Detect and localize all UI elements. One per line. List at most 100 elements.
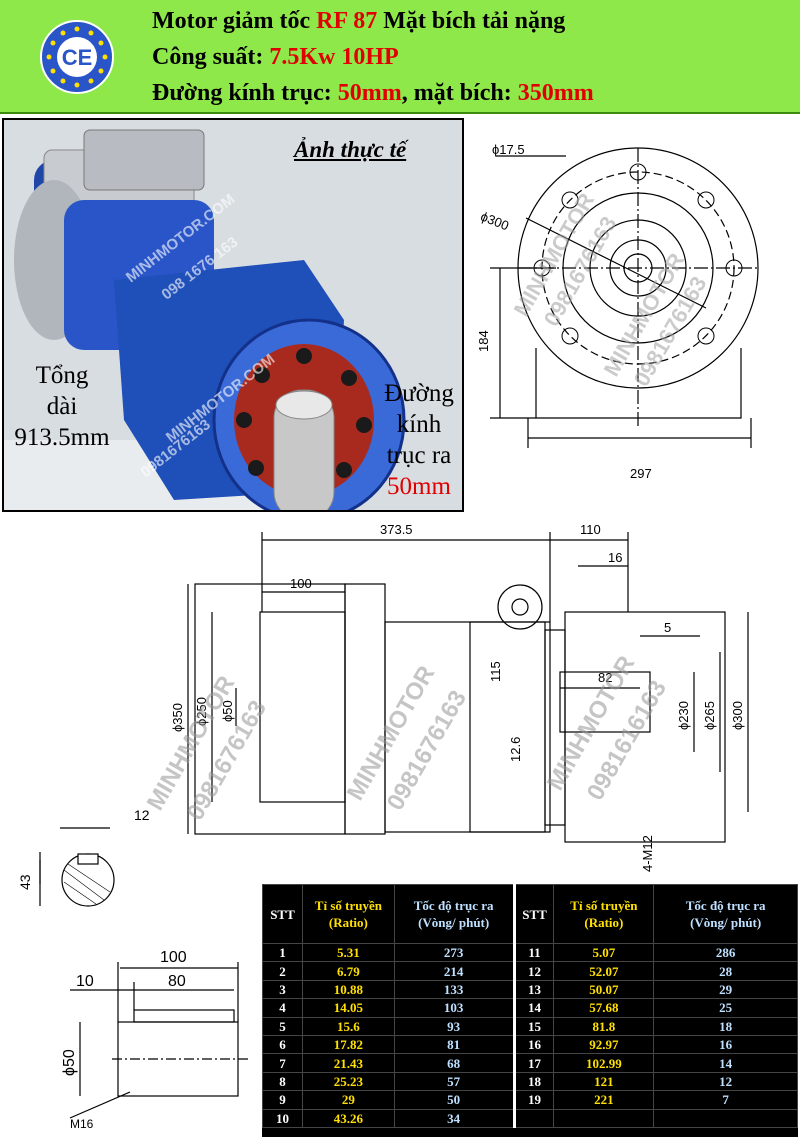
cell-ratio — [553, 1108, 655, 1128]
cell-speed: 34 — [393, 1108, 515, 1128]
total-length-label: Tổng dài 913.5mm — [14, 362, 110, 451]
dim-d230: ϕ230 — [676, 701, 691, 730]
motor-illustration — [4, 120, 462, 510]
header-speed: Tốc độ trục ra(Vòng/ phút) — [393, 884, 515, 944]
cell-speed: 18 — [653, 1016, 798, 1036]
cell-ratio: 29 — [301, 1090, 395, 1110]
shaft-diameter-label: Đường kính trục ra 50mm — [384, 380, 454, 500]
dim-width: 297 — [630, 466, 652, 481]
header-ratio: Tỉ số truyền(Ratio) — [301, 884, 395, 944]
dim-key-len: 80 — [168, 973, 186, 990]
cell-speed: 7 — [653, 1090, 798, 1110]
power-line: Công suất: 7.5Kw 10HP — [152, 44, 399, 70]
cell-ratio: 81.8 — [553, 1016, 655, 1036]
dim-key-width: 12 — [134, 807, 150, 823]
cell-stt: 18 — [512, 1071, 555, 1092]
cell-ratio: 17.82 — [301, 1034, 395, 1055]
header-speed-2: Tốc độ trục ra(Vòng/ phút) — [653, 884, 798, 944]
ce-logo-text: CE — [62, 45, 93, 70]
cell-speed: 12 — [653, 1071, 798, 1092]
cell-stt: 11 — [512, 942, 555, 963]
cell-ratio: 5.07 — [553, 942, 655, 963]
cell-ratio: 221 — [553, 1090, 655, 1110]
cell-speed: 286 — [653, 942, 798, 963]
cell-stt: 7 — [262, 1053, 303, 1073]
dim-thread: M16 — [70, 1117, 94, 1131]
ce-eu-stars-icon: CE — [40, 20, 114, 94]
cell-speed: 81 — [393, 1034, 515, 1055]
cell-stt: 4 — [262, 998, 303, 1018]
cell-speed: 103 — [393, 998, 515, 1018]
cell-stt: 12 — [512, 961, 555, 981]
cell-stt: 3 — [262, 979, 303, 1000]
key-section-drawing: 43 — [17, 853, 115, 907]
cell-speed: 133 — [393, 979, 515, 1000]
dim-w5: 5 — [664, 620, 671, 635]
cell-stt: 15 — [512, 1016, 555, 1036]
ratio-table: STT Tỉ số truyền(Ratio) Tốc độ trục ra(V… — [262, 884, 798, 1137]
header-ratio-2: Tỉ số truyền(Ratio) — [553, 884, 655, 944]
cell-stt: 13 — [512, 979, 555, 1000]
table-header-row: STT Tỉ số truyền(Ratio) Tốc độ trục ra(V… — [262, 884, 798, 944]
cell-ratio: 57.68 — [553, 998, 655, 1018]
cell-speed: 57 — [393, 1071, 515, 1092]
cell-speed: 214 — [393, 961, 515, 981]
dim-shaft-dia: ϕ50 — [61, 1049, 78, 1076]
cell-ratio: 5.31 — [301, 942, 395, 963]
shaft-flange-line: Đường kính trục: 50mm, mặt bích: 350mm — [152, 80, 594, 106]
dim-offset: 110 — [580, 522, 601, 537]
dim-d300: ϕ300 — [730, 701, 745, 730]
cell-speed: 68 — [393, 1053, 515, 1073]
cell-ratio: 21.43 — [301, 1053, 395, 1073]
cell-ratio: 25.23 — [301, 1071, 395, 1092]
cell-speed: 25 — [653, 998, 798, 1018]
cell-ratio: 92.97 — [553, 1034, 655, 1055]
cell-stt: 19 — [512, 1090, 555, 1110]
cell-speed: 50 — [393, 1090, 515, 1110]
cell-stt: 6 — [262, 1034, 303, 1055]
cell-stt: 2 — [262, 961, 303, 981]
dim-key-height: 43 — [17, 874, 33, 890]
cell-stt — [512, 1108, 555, 1128]
cell-stt: 14 — [512, 998, 555, 1018]
dim-d265: ϕ265 — [702, 701, 717, 730]
cell-stt: 10 — [262, 1108, 303, 1128]
dim-shaft-len: 100 — [160, 949, 187, 966]
cell-stt: 1 — [262, 942, 303, 963]
cell-ratio: 52.07 — [553, 961, 655, 981]
dim-length: 373.5 — [380, 522, 413, 537]
dim-h12-6: 12.6 — [508, 737, 523, 762]
cell-stt: 8 — [262, 1071, 303, 1092]
dim-d350: ϕ350 — [170, 703, 185, 732]
dim-hole: ϕ17.5 — [492, 142, 525, 157]
shaft-detail-drawing: 100 80 10 ϕ50 M16 — [61, 949, 250, 1131]
dim-plate: 16 — [608, 550, 622, 565]
cell-ratio: 6.79 — [301, 961, 395, 981]
dim-shaft-offset: 10 — [76, 973, 94, 990]
cell-ratio: 15.6 — [301, 1016, 395, 1036]
product-photo: Ảnh thực tế Tổng dài 913.5mm Đường kính … — [2, 118, 464, 512]
dim-h115: 115 — [488, 661, 503, 682]
header-stt: STT — [262, 884, 303, 944]
cell-ratio: 10.88 — [301, 979, 395, 1000]
cell-ratio: 43.26 — [301, 1108, 395, 1128]
cell-speed: 273 — [393, 942, 515, 963]
dim-motor-cap: 100 — [290, 576, 312, 591]
dim-d50: ϕ50 — [220, 700, 235, 722]
cell-stt: 17 — [512, 1053, 555, 1073]
cell-speed: 16 — [653, 1034, 798, 1055]
cell-speed: 29 — [653, 979, 798, 1000]
cell-ratio: 121 — [553, 1071, 655, 1092]
cell-speed: 28 — [653, 961, 798, 981]
cell-speed: 14 — [653, 1053, 798, 1073]
side-view-drawing: 373.5 110 16 100 ϕ350 ϕ250 ϕ50 115 12.6 … — [39, 522, 749, 884]
